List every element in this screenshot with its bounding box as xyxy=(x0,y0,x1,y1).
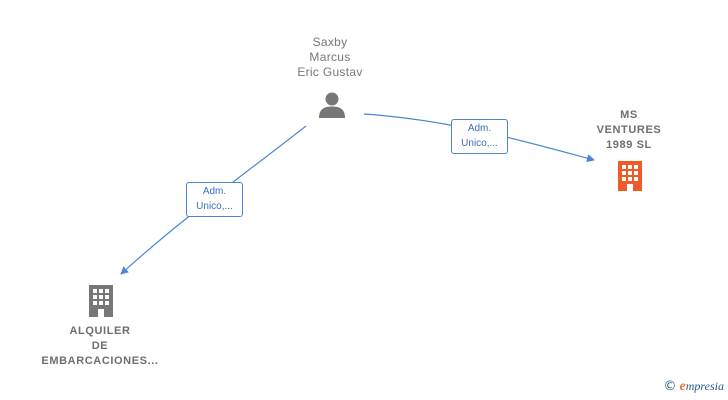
building-icon[interactable] xyxy=(86,284,116,318)
building-icon[interactable] xyxy=(615,160,645,192)
person-name-line: Marcus xyxy=(309,50,351,64)
edge-label-role[interactable]: Adm. Unico,... xyxy=(186,182,243,217)
company-name-line: VENTURES xyxy=(596,124,662,136)
copyright-icon: © xyxy=(663,379,677,394)
brand-logo-initial: e xyxy=(679,379,686,394)
company-ms-ventures-label[interactable]: MS VENTURES 1989 SL xyxy=(570,108,688,153)
company-name-line: ALQUILER xyxy=(69,325,131,337)
role-line: Adm. xyxy=(202,186,227,197)
company-name-line: MS xyxy=(620,109,638,121)
company-name-line: 1989 SL xyxy=(606,139,652,151)
role-line: Adm. xyxy=(467,123,492,134)
role-line: Unico,... xyxy=(461,138,498,149)
company-name-line: EMBARCACIONES... xyxy=(41,355,159,367)
company-name-line: DE xyxy=(91,340,109,352)
role-line: Unico,... xyxy=(196,201,233,212)
company-alquiler-label[interactable]: ALQUILER DE EMBARCACIONES... xyxy=(30,324,170,369)
brand-logo-text: mpresia xyxy=(685,379,724,393)
brand-footer[interactable]: ©empresia xyxy=(664,379,724,395)
edge-label-role[interactable]: Adm. Unico,... xyxy=(451,119,508,154)
person-icon[interactable] xyxy=(318,91,346,119)
person-name-line: Eric Gustav xyxy=(297,65,363,79)
person-name-line: Saxby xyxy=(312,35,348,49)
person-name-label[interactable]: Saxby Marcus Eric Gustav xyxy=(270,35,390,80)
